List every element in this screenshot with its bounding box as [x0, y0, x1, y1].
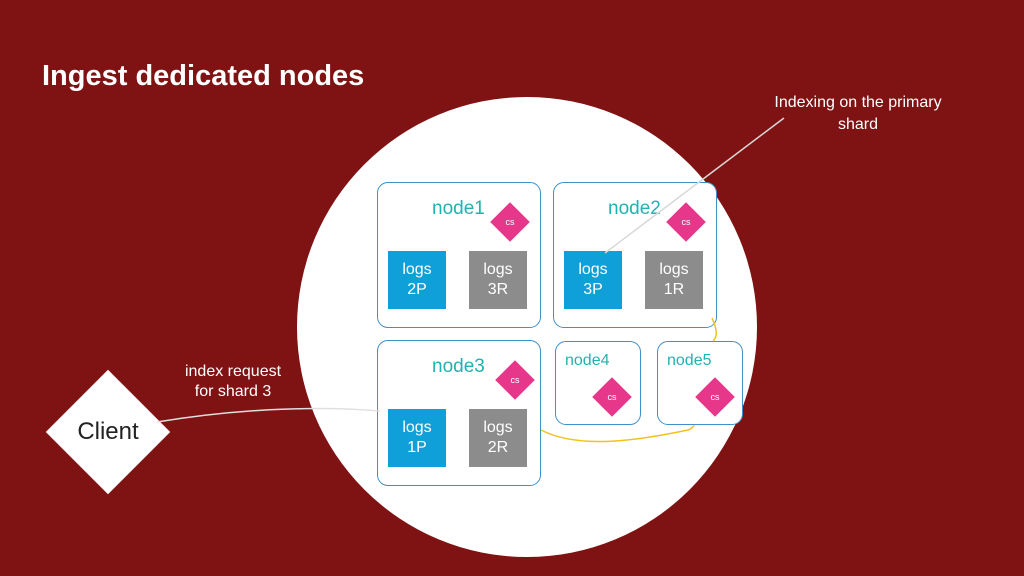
callout-line-2: shard	[837, 116, 879, 133]
shard-id: 3P	[583, 281, 603, 298]
shard-id: 1P	[407, 439, 427, 456]
node1-box: node1 cs logs 2P logs 3R	[377, 182, 541, 328]
node3-label: node3	[432, 356, 485, 377]
node3-shard-2r: logs 2R	[469, 409, 527, 467]
shard-index: logs	[483, 419, 513, 436]
shard-index: logs	[483, 261, 513, 278]
index-request-label: index request for shard 3	[168, 362, 298, 402]
node1-cs-label: cs	[505, 217, 515, 227]
node2-box: node2 cs logs 3P logs 1R	[553, 182, 717, 328]
shard-index: logs	[402, 261, 432, 278]
node2-shard-1r: logs 1R	[645, 251, 703, 309]
node1-shard-3r: logs 3R	[469, 251, 527, 309]
node3-cs-label: cs	[510, 375, 520, 385]
shard-id: 1R	[663, 281, 685, 298]
request-line-2: for shard 3	[194, 383, 272, 400]
shard-index: logs	[402, 419, 432, 436]
request-line-1: index request	[184, 363, 282, 380]
shard-id: 2R	[487, 439, 509, 456]
node5-box: node5 cs	[657, 341, 743, 425]
node3-shard-1p: logs 1P	[388, 409, 446, 467]
node1-label: node1	[432, 198, 485, 219]
node5-label: node5	[667, 352, 712, 369]
node3-box: node3 cs logs 1P logs 2R	[377, 340, 541, 486]
client-label: Client	[77, 418, 139, 445]
slide-title: Ingest dedicated nodes	[42, 60, 365, 92]
node2-cs-label: cs	[681, 217, 691, 227]
shard-id: 2P	[407, 281, 427, 298]
callout-line-1: Indexing on the primary	[774, 94, 942, 111]
node1-shard-2p: logs 2P	[388, 251, 446, 309]
shard-index: logs	[578, 261, 608, 278]
shard-id: 3R	[487, 281, 509, 298]
node4-cs-label: cs	[607, 392, 617, 402]
node2-label: node2	[608, 198, 661, 219]
node2-shard-3p: logs 3P	[564, 251, 622, 309]
shard-index: logs	[659, 261, 689, 278]
node5-cs-label: cs	[710, 392, 720, 402]
node4-box: node4 cs	[555, 341, 641, 425]
primary-shard-callout: Indexing on the primary shard	[760, 92, 956, 136]
node4-label: node4	[565, 352, 610, 369]
